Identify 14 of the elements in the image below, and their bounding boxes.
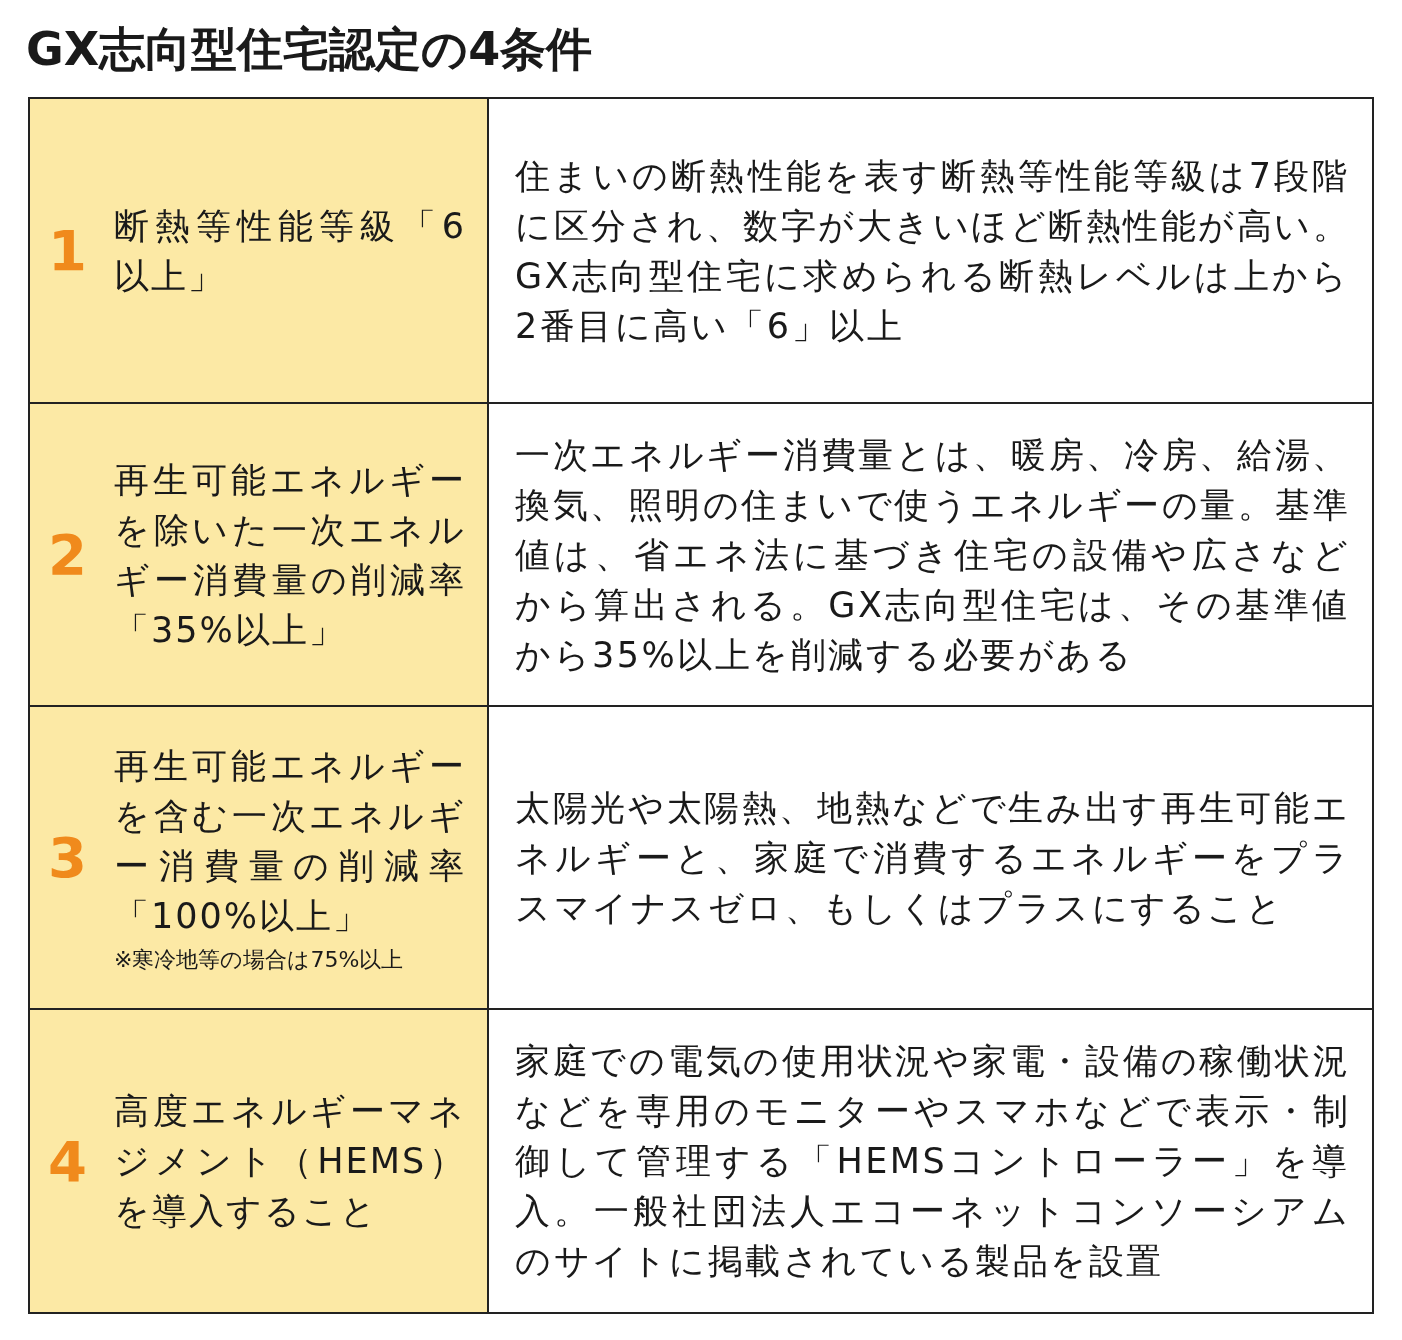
condition-text: 断熱等性能等級「6以上」 bbox=[114, 204, 466, 298]
condition-text: 再生可能エネルギーを含む一次エネルギー消費量の削減率「100%以上」 bbox=[114, 744, 466, 938]
description-text: 太陽光や太陽熱、地熱などで生み出す再生可能エネルギーと、家庭で消費するエネルギーをプラスマイナスゼロ、もしくはプラスにすること bbox=[515, 786, 1350, 930]
condition-text: 再生可能エネルギーを除いた一次エネルギー消費量の削減率「35%以上」 bbox=[114, 458, 466, 652]
row-number: 3 bbox=[48, 825, 87, 890]
description-text: 家庭での電気の使用状況や家電・設備の稼働状況などを専用のモニターやスマホなどで表示・制御して管理する「HEMSコントローラー」を導入。一般社団法人エコーネットコンソーシアムのサイトに掲載されている製品を設置 bbox=[515, 1040, 1350, 1283]
title: GX志向型住宅認定の4条件 bbox=[26, 22, 593, 78]
footnote: ※寒冷地等の場合は75%以上 bbox=[114, 945, 405, 974]
description-text: 住まいの断熱性能を表す断熱等性能等級は7段階に区分され、数字が大きいほど断熱性能が高い。GX志向型住宅に求められる断熱レベルは上から2番目に高い「6」以上 bbox=[515, 154, 1350, 348]
condition-text: 高度エネルギーマネジメント（HEMS）を導入すること bbox=[114, 1090, 466, 1233]
row-number: 1 bbox=[48, 218, 87, 283]
row-number: 2 bbox=[48, 522, 87, 587]
row-number: 4 bbox=[48, 1128, 87, 1194]
description-text: 一次エネルギー消費量とは、暖房、冷房、給湯、換気、照明の住まいで使うエネルギーの量。基準値は、省エネ法に基づき住宅の設備や広さなどから算出される。GX志向型住宅は、その基準値から35%以上を削減する必要がある bbox=[515, 433, 1350, 677]
